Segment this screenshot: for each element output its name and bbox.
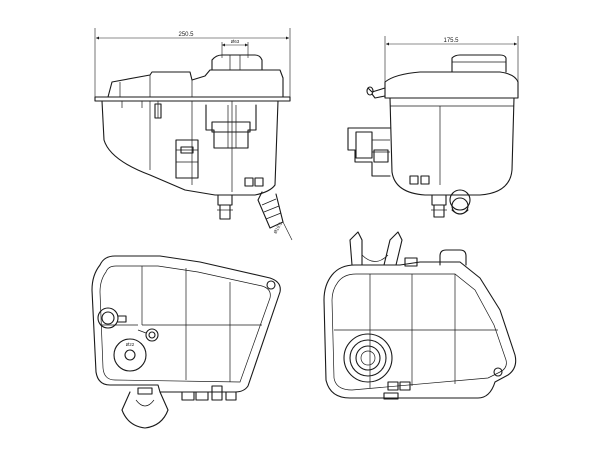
side-view: 175.5 [347,36,519,218]
bl-port [113,338,147,372]
bottom-right-view [323,231,517,400]
bottom-left-view: Ø22 [91,255,281,429]
port-diameter-label: Ø22 [126,342,135,347]
side-body [389,97,515,196]
br-clamp-left [349,231,363,266]
front-view: 250.5 Ø63 [94,28,293,241]
front-flange [94,96,291,102]
front-outlet [257,191,284,229]
front-width-label: 250.5 [178,32,194,38]
bl-filler-neck [97,307,119,329]
front-connector [175,139,199,179]
bl-outline [91,255,281,393]
side-upper [384,71,519,99]
side-width-label: 175.5 [443,38,459,44]
br-outline [323,261,517,399]
outlet-diameter-label: Ø19.5 [273,221,284,235]
front-sub-label: Ø63 [231,39,240,44]
br-filler [343,333,393,383]
front-body [101,100,279,196]
